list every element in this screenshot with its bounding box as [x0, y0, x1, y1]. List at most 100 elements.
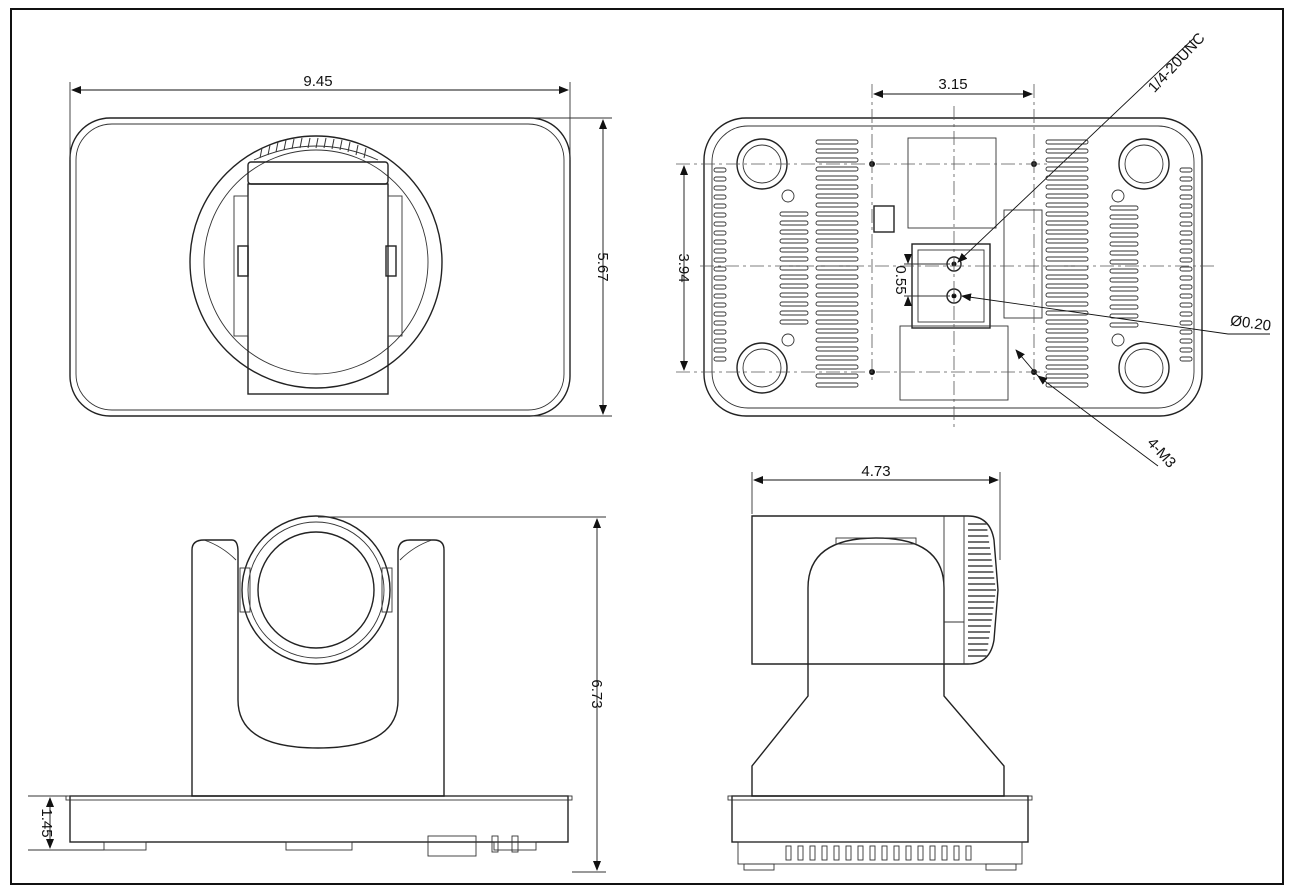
- vent-slot: [713, 203, 727, 209]
- vent-slot: [833, 845, 840, 861]
- vent-slot: [869, 845, 876, 861]
- vent-slot: [1045, 220, 1089, 226]
- vent-slot: [815, 310, 859, 316]
- vent-slot: [1045, 202, 1089, 208]
- vent-slot: [779, 256, 809, 262]
- vent-slot: [713, 266, 727, 272]
- vent-slot: [815, 184, 859, 190]
- vent-slot: [779, 220, 809, 226]
- vent-slot: [1045, 337, 1089, 343]
- vent-slot: [1179, 230, 1193, 236]
- vent-slot: [779, 265, 809, 271]
- vent-slot: [1179, 293, 1193, 299]
- vent-slot: [785, 845, 792, 861]
- vent-slot: [1045, 283, 1089, 289]
- vent-slot: [797, 845, 804, 861]
- vent-slot: [713, 347, 727, 353]
- vent-slot: [713, 275, 727, 281]
- vent-slot: [713, 302, 727, 308]
- vent-slot: [779, 238, 809, 244]
- vent-slot: [1179, 275, 1193, 281]
- vent-slot: [1045, 139, 1089, 145]
- vent-slot: [713, 194, 727, 200]
- side-view: 4.73: [727, 463, 1033, 871]
- vent-slot: [779, 229, 809, 235]
- vent-slot: [713, 212, 727, 218]
- vent-slot: [713, 221, 727, 227]
- vent-slot: [1045, 346, 1089, 352]
- vent-slot: [815, 364, 859, 370]
- vent-slot: [713, 284, 727, 290]
- vent-slot: [1045, 211, 1089, 217]
- vent-slot: [1109, 322, 1139, 328]
- vent-slot: [815, 256, 859, 262]
- vent-slot: [779, 274, 809, 280]
- vent-slot: [713, 185, 727, 191]
- bottom-vents: [713, 139, 1193, 388]
- vent-slot: [1109, 286, 1139, 292]
- vent-slot: [1045, 355, 1089, 361]
- vent-slot: [1179, 194, 1193, 200]
- vent-slot: [1045, 382, 1089, 388]
- vent-slot: [713, 338, 727, 344]
- vent-slot: [1179, 167, 1193, 173]
- vent-slot: [815, 373, 859, 379]
- dim-top-depth: 5.67: [594, 252, 611, 281]
- vent-slot: [1179, 347, 1193, 353]
- vent-slot: [815, 166, 859, 172]
- vent-slot: [815, 229, 859, 235]
- vent-slot: [881, 845, 888, 861]
- vent-slot: [1179, 284, 1193, 290]
- vent-slot: [1109, 250, 1139, 256]
- vent-slot: [779, 211, 809, 217]
- vent-slot: [815, 355, 859, 361]
- dim-thread-offset: 0.55: [892, 265, 909, 294]
- vent-slot: [779, 283, 809, 289]
- label-screws: 4-M3: [1144, 435, 1180, 472]
- vent-slot: [815, 265, 859, 271]
- vent-slot: [713, 248, 727, 254]
- vent-slot: [815, 274, 859, 280]
- vent-slot: [1045, 229, 1089, 235]
- vent-slot: [779, 310, 809, 316]
- vent-slot: [1045, 238, 1089, 244]
- vent-slot: [965, 845, 972, 861]
- top-mesh: [259, 137, 367, 159]
- vent-slot: [1179, 248, 1193, 254]
- vent-slot: [713, 293, 727, 299]
- vent-slot: [815, 328, 859, 334]
- vent-slot: [1109, 277, 1139, 283]
- vent-slot: [1045, 373, 1089, 379]
- vent-slot: [1109, 241, 1139, 247]
- vent-slot: [1045, 256, 1089, 262]
- vent-slot: [1109, 214, 1139, 220]
- vent-slot: [815, 175, 859, 181]
- vent-slot: [713, 239, 727, 245]
- vent-slot: [1045, 301, 1089, 307]
- side-base-vents: [785, 845, 972, 861]
- vent-slot: [1179, 176, 1193, 182]
- label-pin: Ø0.20: [1229, 312, 1272, 335]
- vent-slot: [1109, 268, 1139, 274]
- vent-slot: [815, 220, 859, 226]
- vent-slot: [1045, 184, 1089, 190]
- vent-slot: [779, 247, 809, 253]
- vent-slot: [1045, 265, 1089, 271]
- vent-slot: [1179, 338, 1193, 344]
- vent-slot: [779, 319, 809, 325]
- vent-slot: [941, 845, 948, 861]
- vent-slot: [857, 845, 864, 861]
- dim-side-depth: 4.73: [861, 463, 890, 480]
- vent-slot: [815, 283, 859, 289]
- vent-slot: [1179, 212, 1193, 218]
- vent-slot: [1045, 328, 1089, 334]
- vent-slot: [1109, 259, 1139, 265]
- vent-slot: [1109, 223, 1139, 229]
- vent-slot: [1109, 304, 1139, 310]
- vent-slot: [1045, 364, 1089, 370]
- vent-slot: [713, 311, 727, 317]
- vent-slot: [815, 238, 859, 244]
- vent-slot: [713, 320, 727, 326]
- vent-slot: [1109, 232, 1139, 238]
- vent-slot: [1045, 274, 1089, 280]
